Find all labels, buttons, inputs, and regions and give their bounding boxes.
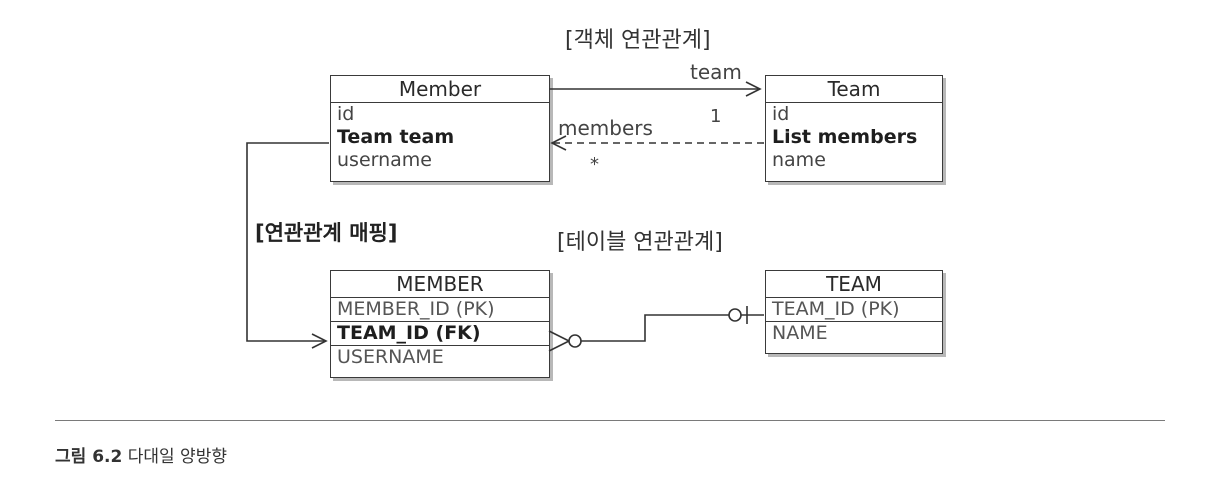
mapping-arrow [246,142,329,349]
team-field-members: List members [772,126,918,148]
caption-divider [55,420,1165,421]
team-table-name-column: NAME [766,321,942,345]
member-class-name: Member [331,76,549,103]
member-field-team: Team team [337,126,455,148]
member-field-username: username [337,149,432,171]
member-field-id: id [337,103,355,125]
team-field-name: name [772,149,826,171]
member-class-box: Member id Team team username [330,75,550,182]
team-association-label: team [690,60,742,84]
figure-caption: 그림 6.2 다대일 양방향 [55,442,227,467]
member-table-box: MEMBER MEMBER_ID (PK) TEAM_ID (FK) USERN… [330,270,550,378]
member-table-pk: MEMBER_ID (PK) [337,298,495,320]
multiplicity-one: 1 [710,106,722,127]
team-arrow [549,81,762,97]
team-table-name: TEAM [766,271,942,298]
team-field-id: id [772,103,790,125]
object-relation-title: [객체 연관관계] [565,28,711,53]
table-relation-title: [테이블 연관관계] [557,230,723,255]
member-table-name: MEMBER [331,271,549,298]
figure-title: 다대일 양방향 [127,447,227,467]
member-table-fk: TEAM_ID (FK) [331,321,549,346]
figure-number: 그림 6.2 [55,447,123,467]
team-table-box: TEAM TEAM_ID (PK) NAME [765,270,943,354]
team-class-box: Team id List members name [765,75,943,182]
team-table-pk: TEAM_ID (PK) [772,298,900,320]
member-table-username: USERNAME [337,346,444,368]
members-association-label: members [558,116,653,140]
multiplicity-many: * [590,154,599,175]
team-class-name: Team [766,76,942,103]
mapping-label: [연관관계 매핑] [255,221,398,245]
members-dashed-arrow [550,135,764,151]
erd-relation-line [548,306,764,352]
